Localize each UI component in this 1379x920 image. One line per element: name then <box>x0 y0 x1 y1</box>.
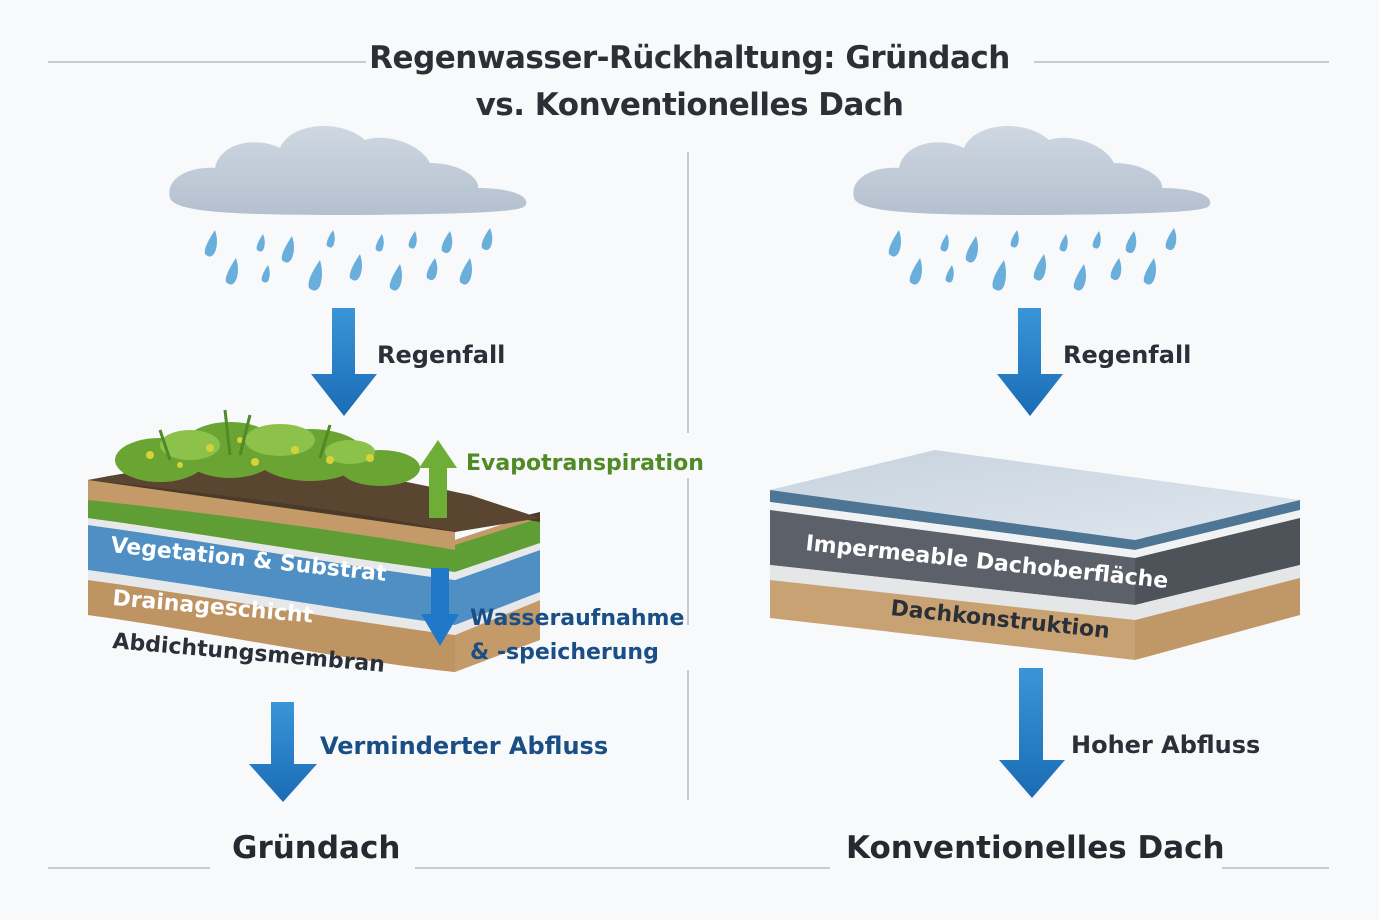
rain-cloud-icon <box>853 126 1211 291</box>
reduced-runoff-arrow-icon <box>249 702 317 802</box>
rainfall-arrow-icon <box>311 308 377 416</box>
footer-rule-middle <box>415 867 830 869</box>
page-title-line1: Regenwasser-Rückhaltung: Gründach <box>369 40 1010 76</box>
footer-rule-right <box>1222 867 1329 869</box>
center-divider <box>687 152 689 433</box>
water-absorption-arrow-icon <box>421 568 459 646</box>
evapotranspiration-arrow-icon <box>419 440 457 518</box>
header-rule-right <box>1034 61 1329 63</box>
rainfall-arrow-icon <box>997 308 1063 416</box>
rain-cloud-icon <box>169 126 527 291</box>
rainfall-label: Regenfall <box>1063 341 1192 369</box>
evapotranspiration-label: Evapotranspiration <box>466 451 704 476</box>
center-divider <box>687 670 689 800</box>
footer-rule-left <box>48 867 210 869</box>
water-absorption-label-2: & -speicherung <box>470 640 659 665</box>
header-rule-left <box>48 61 366 63</box>
center-divider <box>687 478 689 625</box>
high-runoff-label: Hoher Abfluss <box>1071 731 1261 759</box>
high-runoff-arrow-icon <box>999 668 1065 798</box>
conventional-roof-heading: Konventionelles Dach <box>846 830 1225 866</box>
green-roof-heading: Gründach <box>232 830 401 866</box>
reduced-runoff-label: Verminderter Abfluss <box>320 732 609 760</box>
page-title-line2: vs. Konventionelles Dach <box>475 87 904 123</box>
rainfall-label: Regenfall <box>377 341 506 369</box>
green-roof-cross-section: Vegetation & Substrat Drainageschicht Ab… <box>88 409 540 678</box>
conventional-roof-cross-section: Impermeable Dachoberfläche Dachkonstrukt… <box>770 450 1300 660</box>
water-absorption-label-1: Wasseraufnahme <box>470 606 685 631</box>
